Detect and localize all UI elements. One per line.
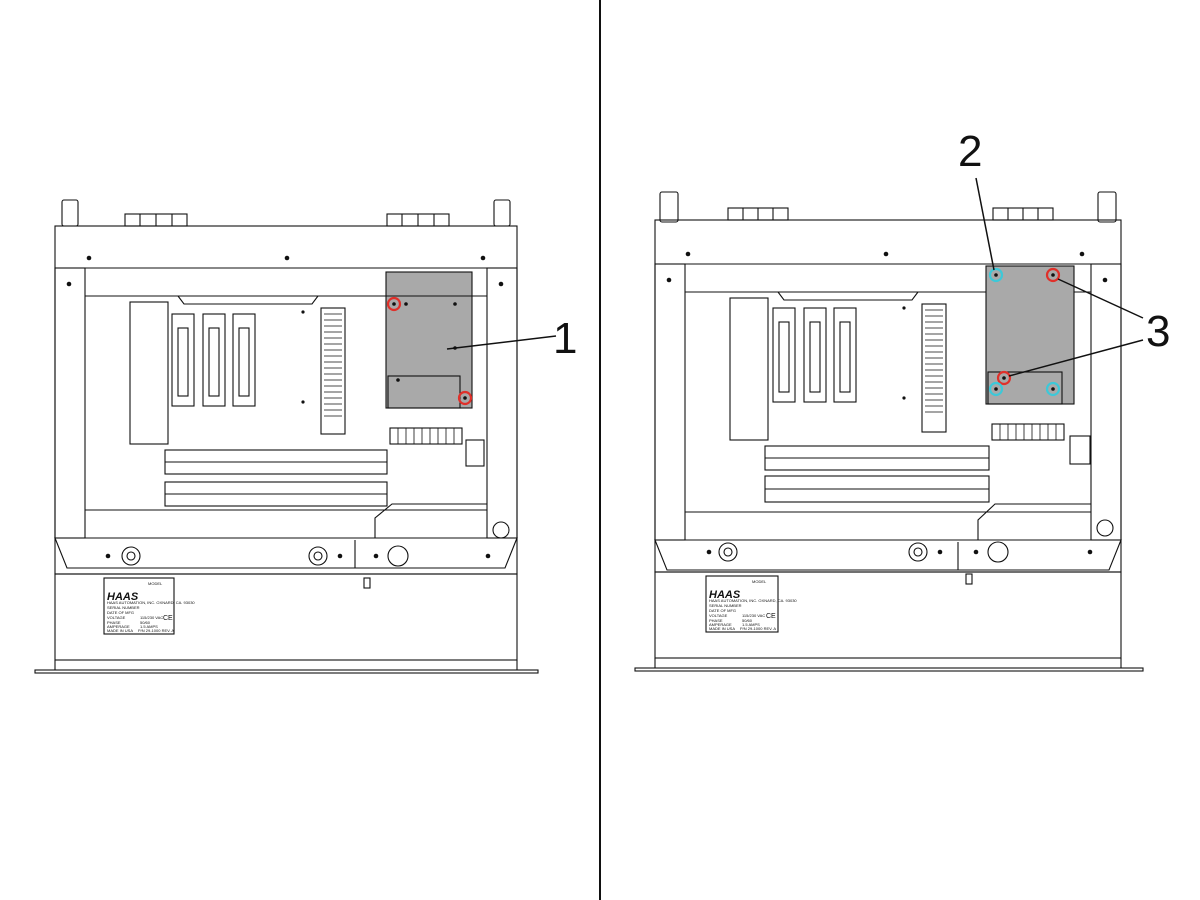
nameplate — [103, 577, 175, 635]
nameplate-date: DATE OF MFG — [107, 610, 134, 615]
top-post — [61, 199, 79, 227]
top-post — [493, 199, 511, 227]
nameplate-voltage: VOLTAGE — [107, 615, 126, 620]
base-hole — [308, 546, 328, 566]
slot-module — [232, 313, 256, 407]
nameplate-made: MADE IN USA — [709, 626, 735, 631]
nameplate-phase-value: 50/60 — [140, 620, 151, 625]
right-screws — [666, 251, 1108, 555]
screw-hole-icon — [1051, 387, 1055, 391]
nameplate-voltage-value: 115/230 VAC — [140, 615, 163, 620]
left-red-highlights — [386, 296, 473, 406]
nameplate-phase-value: 50/60 — [742, 618, 753, 623]
right-nameplate-text: HAAS MODEL HAAS AUTOMATION, INC. OXNARD,… — [709, 579, 797, 631]
power-supply-unit — [320, 307, 346, 435]
nameplate-pn: P/N 29-1000 REV. A — [740, 626, 776, 631]
callout-leader — [1057, 278, 1144, 319]
callout-leader — [1008, 339, 1144, 377]
nameplate-voltage: VOLTAGE — [709, 613, 728, 618]
screw-hole-icon — [994, 387, 998, 391]
slot-module — [171, 313, 195, 407]
nameplate-company: HAAS AUTOMATION, INC. OXNARD, CA. 93030 — [709, 598, 797, 603]
base-hole — [121, 546, 141, 566]
callout-3: 3 — [1146, 307, 1170, 356]
nameplate-company: HAAS AUTOMATION, INC. OXNARD, CA. 93030 — [107, 600, 195, 605]
top-post — [659, 191, 679, 223]
nameplate-amperage-value: 1.5 AMPS — [140, 624, 158, 629]
cyan-circle-highlight — [988, 381, 1004, 397]
terminal-strip — [389, 427, 463, 445]
nameplate-amperage: AMPERAGE — [107, 624, 130, 629]
slot-module — [833, 307, 857, 403]
slot-module — [202, 313, 226, 407]
slot-module — [772, 307, 796, 403]
mounting-flange — [634, 667, 1144, 672]
nameplate-amperage: AMPERAGE — [709, 622, 732, 627]
screw-hole-icon — [1051, 273, 1055, 277]
base-tray — [654, 539, 1122, 571]
nameplate-serial: SERIAL NUMBER — [709, 603, 742, 608]
right-enclosure-view — [634, 191, 1144, 672]
cyan-circle-highlight — [988, 267, 1004, 283]
nameplate-header: MODEL — [148, 581, 163, 586]
nameplate-logo: HAAS — [709, 589, 741, 601]
power-supply-unit — [921, 303, 947, 433]
base-hole — [908, 542, 928, 562]
slot-module — [803, 307, 827, 403]
right-highlights — [988, 267, 1061, 397]
nameplate-amperage-value: 1.5 AMPS — [742, 622, 760, 627]
callout-leader — [446, 335, 557, 350]
callout-2: 2 — [958, 127, 982, 176]
red-circle-highlight — [457, 390, 473, 406]
left-enclosure-view — [34, 199, 539, 674]
nameplate-date: DATE OF MFG — [709, 608, 736, 613]
nameplate-header: MODEL — [752, 579, 767, 584]
screw-hole-icon — [392, 302, 396, 306]
nameplate-serial: SERIAL NUMBER — [107, 605, 140, 610]
target-panel — [985, 265, 1075, 405]
relay — [1069, 435, 1091, 465]
ce-mark-icon: CE — [163, 615, 173, 622]
target-panel — [385, 271, 473, 409]
callout-1: 1 — [553, 314, 577, 363]
nameplate-phase: PHASE — [107, 620, 121, 625]
terminal-strip — [991, 423, 1065, 441]
tall-module — [729, 297, 769, 441]
nameplate-phase: PHASE — [709, 618, 723, 623]
left-nameplate-text: HAAS MODEL HAAS AUTOMATION, INC. OXNARD,… — [107, 581, 195, 633]
base-tray — [54, 537, 518, 569]
screw-hole-icon — [1002, 376, 1006, 380]
nameplate-pn: P/N 29-1000 REV. A — [138, 628, 174, 633]
ce-mark-icon: CE — [766, 613, 776, 620]
tall-module — [129, 301, 169, 445]
red-circle-highlight — [386, 296, 402, 312]
cyan-circle-highlight — [1045, 381, 1061, 397]
relay — [465, 439, 485, 467]
nameplate-made: MADE IN USA — [107, 628, 133, 633]
nameplate-logo: HAAS — [107, 591, 139, 603]
nameplate-voltage-value: 115/230 VAC — [742, 613, 765, 618]
mounting-flange — [34, 669, 539, 674]
nameplate — [705, 575, 779, 633]
red-circle-highlight — [1045, 267, 1061, 283]
callout-leader — [975, 177, 995, 271]
screw-hole-icon — [994, 273, 998, 277]
base-hole — [718, 542, 738, 562]
screw-hole-icon — [463, 396, 467, 400]
red-circle-highlight — [996, 370, 1012, 386]
top-post — [1097, 191, 1117, 223]
